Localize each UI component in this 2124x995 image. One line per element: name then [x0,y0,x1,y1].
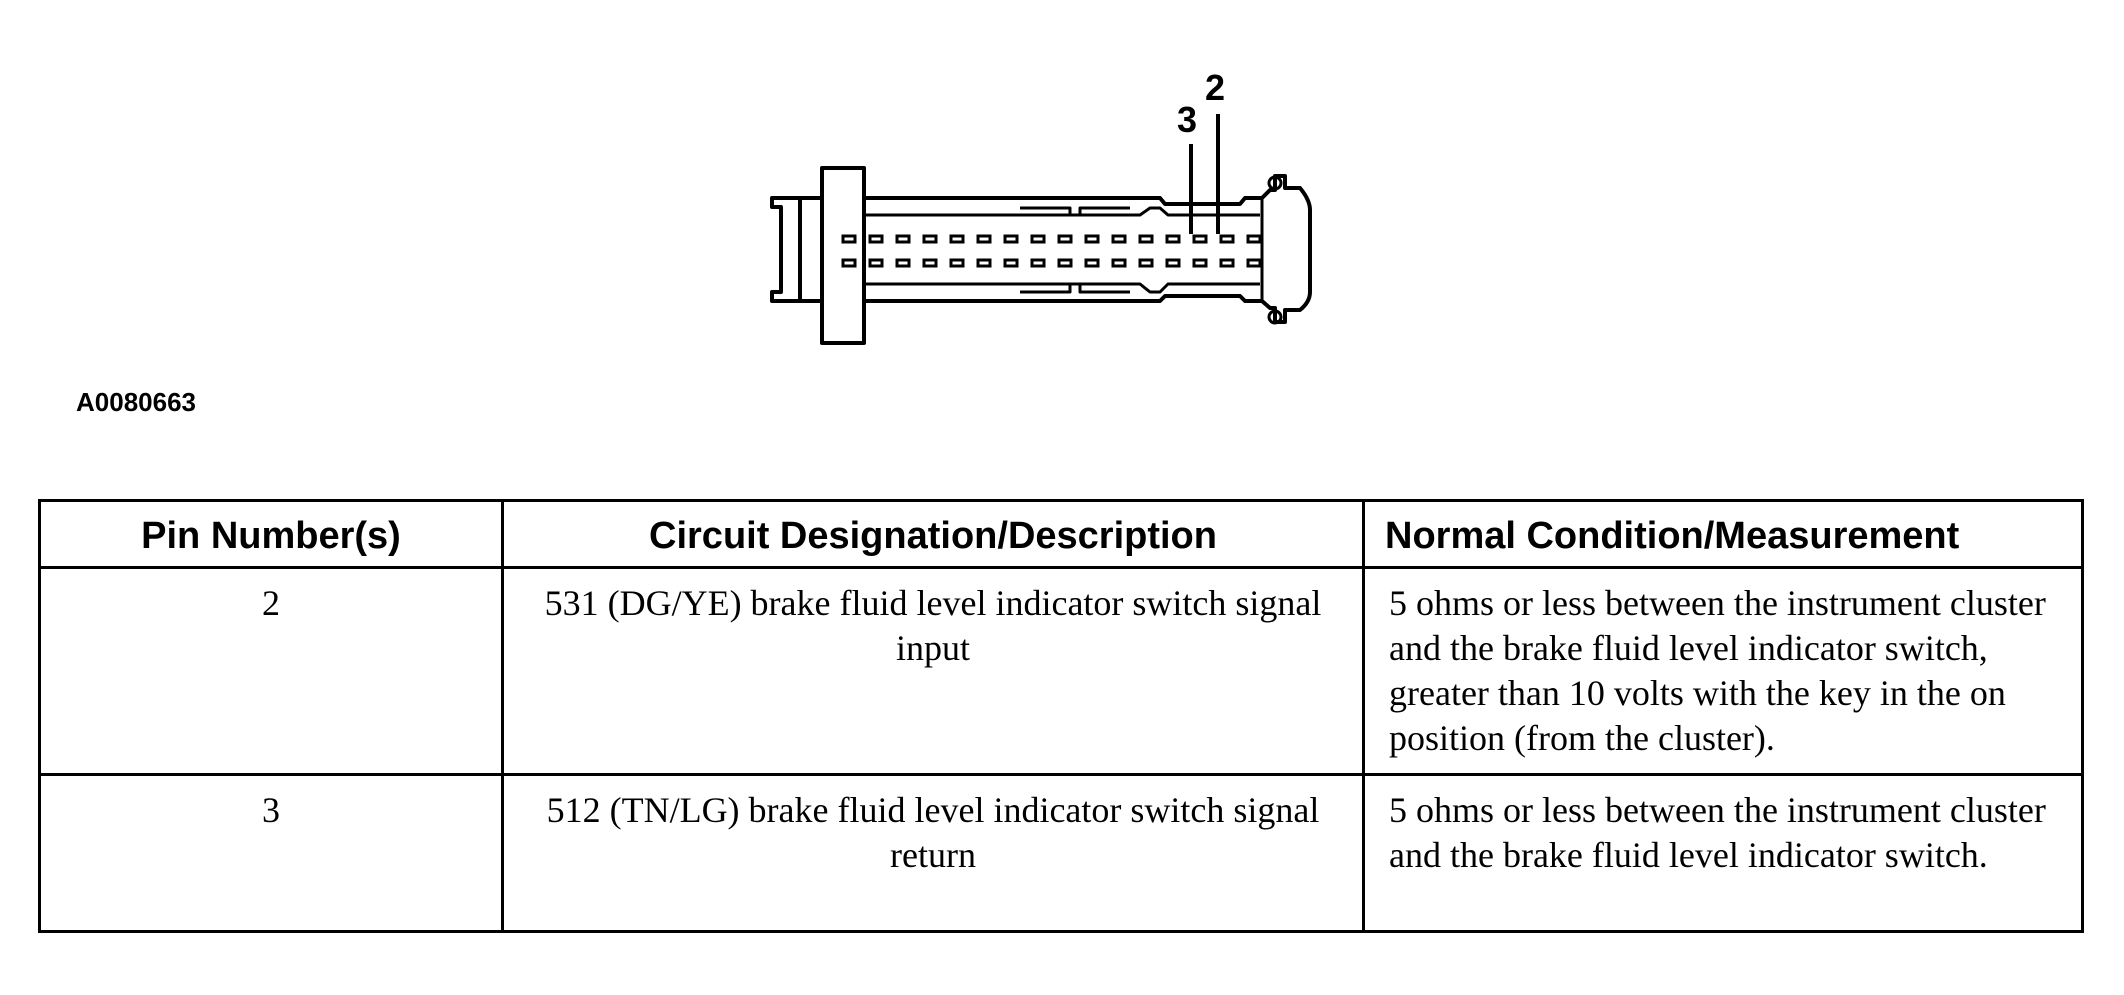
pin-callout-2: 2 [1205,67,1226,108]
cell-pin: 2 [38,566,504,776]
pin-callout-3: 3 [1177,99,1198,140]
table-header-row: Pin Number(s) Circuit Designation/Descri… [38,499,2084,569]
header-circuit-designation: Circuit Designation/Description [501,499,1365,569]
cell-circuit: 531 (DG/YE) brake fluid level indicator … [501,566,1365,776]
connector-diagram [770,114,1312,345]
pin-table: Pin Number(s) Circuit Designation/Descri… [38,499,2084,933]
cell-circuit: 512 (TN/LG) brake fluid level indicator … [501,773,1365,933]
header-pin-numbers: Pin Number(s) [38,499,504,569]
table-row: 3 512 (TN/LG) brake fluid level indicato… [38,773,2084,933]
table-row: 2 531 (DG/YE) brake fluid level indicato… [38,566,2084,776]
header-normal-condition: Normal Condition/Measurement [1362,499,2084,569]
figure-id: A0080663 [76,387,196,417]
cell-normal: 5 ohms or less between the instrument cl… [1362,566,2084,776]
cell-pin: 3 [38,773,504,933]
cell-normal: 5 ohms or less between the instrument cl… [1362,773,2084,933]
